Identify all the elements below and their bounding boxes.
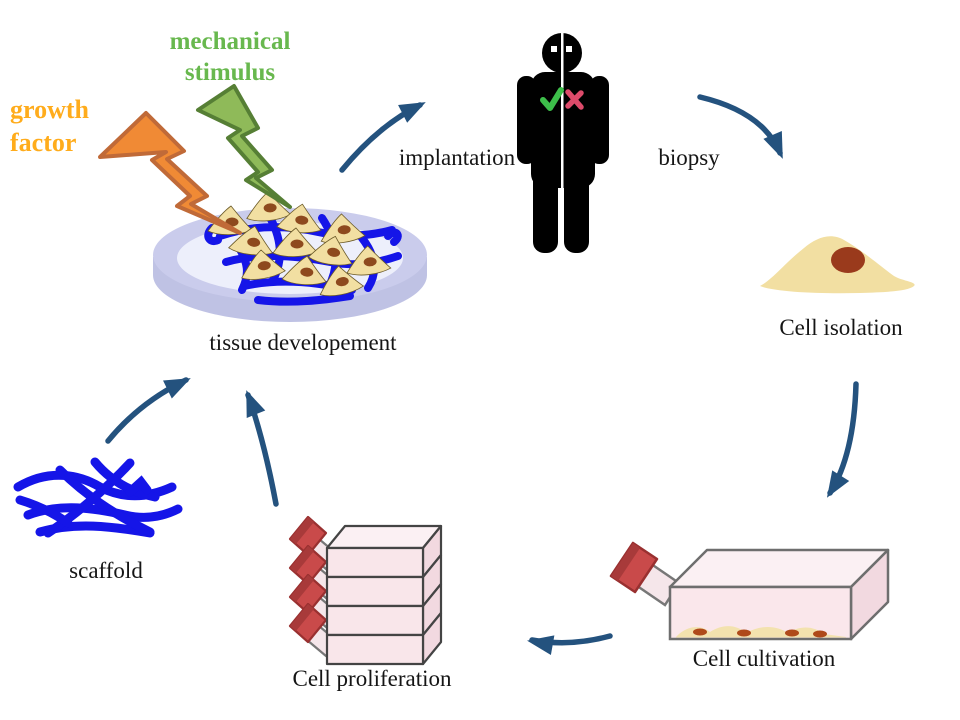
mechanical-stimulus-label: mechanical stimulus (170, 26, 291, 88)
mechanical-line2: stimulus (184, 59, 276, 86)
growth-factor-bolt-icon (98, 111, 242, 235)
cycle-arrowheads (163, 102, 850, 656)
cell-icon (760, 236, 915, 294)
check-icon (540, 87, 564, 111)
cross-icon (565, 89, 584, 110)
body-midline (561, 33, 564, 251)
flask-stack-icon (288, 515, 443, 666)
scaffold-icon (13, 457, 183, 538)
growth-factor-line2: factor (10, 128, 77, 157)
human-figure-icon (517, 33, 609, 253)
cell-nucleus (831, 247, 865, 273)
culture-flask-icon (609, 541, 890, 641)
mechanical-line1: mechanical (169, 28, 291, 55)
flask-cell-layer (676, 626, 846, 638)
left-eye (551, 46, 557, 52)
implantation-label: implantation (398, 145, 516, 170)
tissue-development-label: tissue developement (209, 330, 397, 355)
cell-proliferation-label: Cell proliferation (292, 666, 452, 691)
growth-factor-line1: growth (10, 95, 89, 124)
right-eye (566, 46, 572, 52)
petri-dish-icon (153, 189, 427, 322)
mechanical-stimulus-bolt-icon (196, 84, 292, 209)
cell-cultivation-label: Cell cultivation (692, 646, 836, 671)
growth-factor-label: growth factor (10, 93, 89, 159)
cell-isolation-label: Cell isolation (779, 315, 903, 340)
biopsy-label: biopsy (658, 145, 720, 170)
scaffold-label: scaffold (69, 558, 143, 583)
